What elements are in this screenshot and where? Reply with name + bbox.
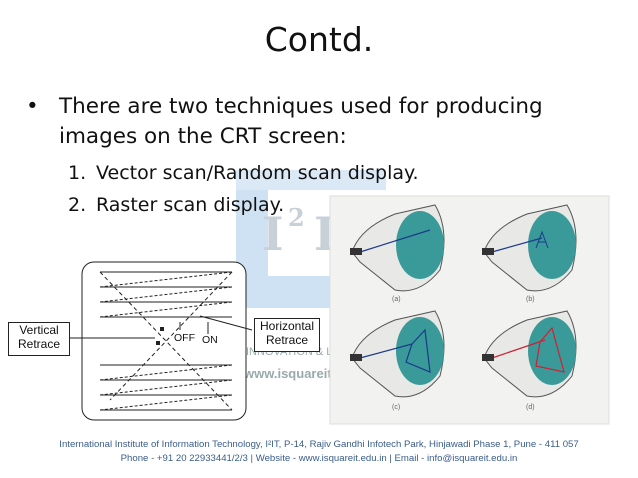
off-label: OFF bbox=[174, 332, 195, 344]
vertical-retrace-label: Vertical Retrace bbox=[8, 322, 70, 356]
bullet-symbol: • bbox=[26, 94, 39, 119]
crt-sublabel-a: (a) bbox=[392, 296, 401, 303]
bullet-text: There are two techniques used for produc… bbox=[59, 94, 543, 149]
list-item: 1. Vector scan/Random scan display. bbox=[68, 162, 419, 184]
crt-sublabel-c: (c) bbox=[392, 404, 401, 411]
footer-address: International Institute of Information T… bbox=[59, 439, 579, 450]
slide-footer: International Institute of Information T… bbox=[0, 438, 638, 466]
list-item-text: Raster scan display. bbox=[96, 194, 285, 216]
list-item-number: 2. bbox=[68, 194, 87, 216]
svg-text:I: I bbox=[262, 207, 284, 261]
slide-title: Contd. bbox=[264, 20, 374, 59]
crt-tube-b bbox=[482, 204, 577, 292]
list-item-text: Vector scan/Random scan display. bbox=[96, 162, 419, 184]
footer-contact: Phone - +91 20 22933441/2/3 | Website - … bbox=[120, 453, 518, 464]
crt-tube-d bbox=[482, 310, 577, 398]
svg-text:2: 2 bbox=[288, 203, 305, 232]
crt-tube-c bbox=[350, 310, 445, 398]
list-item: 2. Raster scan display. bbox=[68, 194, 284, 216]
crt-tube-a bbox=[350, 204, 445, 292]
crt-sublabel-b: (b) bbox=[526, 296, 535, 303]
list-item-number: 1. bbox=[68, 162, 87, 184]
crt-sublabel-d: (d) bbox=[526, 404, 535, 411]
on-label: ON bbox=[202, 334, 218, 346]
horizontal-retrace-label: Horizontal Retrace bbox=[254, 318, 320, 352]
